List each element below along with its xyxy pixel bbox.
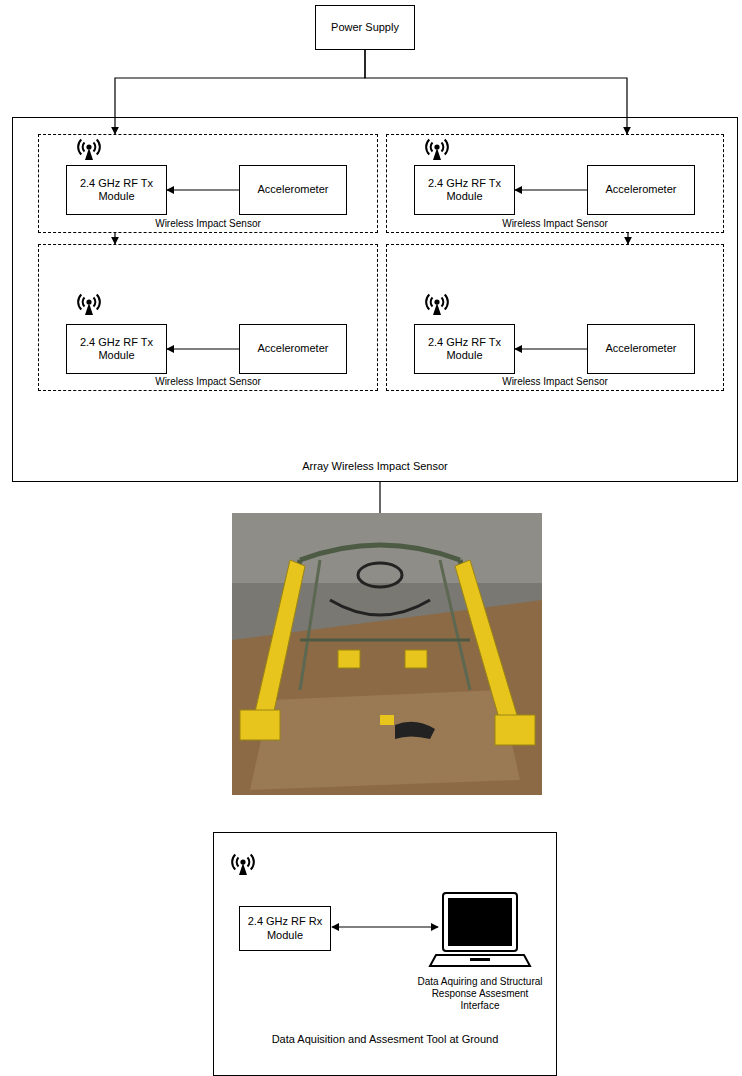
connector-arrow <box>515 189 587 190</box>
box-label: Accelerometer <box>258 342 329 355</box>
connector-arrow <box>627 233 628 244</box>
system-group-box: Array Wireless Impact Sensor Wireless Imp… <box>12 117 738 482</box>
antenna-icon <box>426 140 448 161</box>
laptop-icon <box>430 893 530 966</box>
group-label: Wireless Impact Sensor <box>387 376 723 388</box>
box-label: 2.4 GHz RF Tx Module <box>420 177 509 203</box>
connector-arrow <box>365 50 627 134</box>
box-label: 2.4 GHz RF Tx Module <box>420 336 509 362</box>
process-box: Accelerometer <box>587 165 695 215</box>
process-box: Accelerometer <box>239 165 347 215</box>
system-group-box: Data Aquisition and Assesment Tool at Gr… <box>213 832 557 1076</box>
connector-arrow <box>115 50 365 134</box>
sensor-group-box: Wireless Impact Sensor 2.4 GHz RF Tx Modu… <box>38 134 378 233</box>
data-link-arrow <box>332 926 438 927</box>
connector-arrow <box>515 348 587 349</box>
process-box: Power Supply <box>315 5 415 50</box>
process-box: 2.4 GHz RF Rx Module <box>239 906 331 951</box>
box-label: Power Supply <box>331 21 399 34</box>
group-label: Array Wireless Impact Sensor <box>13 460 737 473</box>
process-box: 2.4 GHz RF Tx Module <box>66 165 167 215</box>
connector-arrow <box>167 189 239 190</box>
box-label: 2.4 GHz RF Tx Module <box>72 336 161 362</box>
box-label: 2.4 GHz RF Rx Module <box>245 915 325 941</box>
process-box: 2.4 GHz RF Tx Module <box>414 324 515 374</box>
antenna-icon <box>78 295 100 316</box>
connection-wire <box>379 482 380 513</box>
sensor-group-box: Wireless Impact Sensor 2.4 GHz RF Tx Modu… <box>38 244 378 391</box>
connector-arrow <box>114 233 115 244</box>
box-label: Accelerometer <box>606 342 677 355</box>
box-label: Accelerometer <box>606 183 677 196</box>
connector-arrow <box>167 348 239 349</box>
box-label: Accelerometer <box>258 183 329 196</box>
test-rig-photo <box>232 513 542 795</box>
interface-caption: Data Aquiring and Structural Response As… <box>415 976 545 1012</box>
process-box: 2.4 GHz RF Tx Module <box>66 324 167 374</box>
sensor-group-box: Wireless Impact Sensor 2.4 GHz RF Tx Modu… <box>386 244 724 391</box>
box-label: 2.4 GHz RF Tx Module <box>72 177 161 203</box>
group-label: Data Aquisition and Assesment Tool at Gr… <box>214 1033 556 1046</box>
group-label: Wireless Impact Sensor <box>387 218 723 230</box>
antenna-icon <box>426 295 448 316</box>
group-label: Wireless Impact Sensor <box>39 376 377 388</box>
process-box: 2.4 GHz RF Tx Module <box>414 165 515 215</box>
process-box: Accelerometer <box>239 324 347 374</box>
group-label: Wireless Impact Sensor <box>39 218 377 230</box>
antenna-icon <box>232 855 254 876</box>
sensor-group-box: Wireless Impact Sensor 2.4 GHz RF Tx Modu… <box>386 134 724 233</box>
process-box: Accelerometer <box>587 324 695 374</box>
antenna-icon <box>78 140 100 161</box>
